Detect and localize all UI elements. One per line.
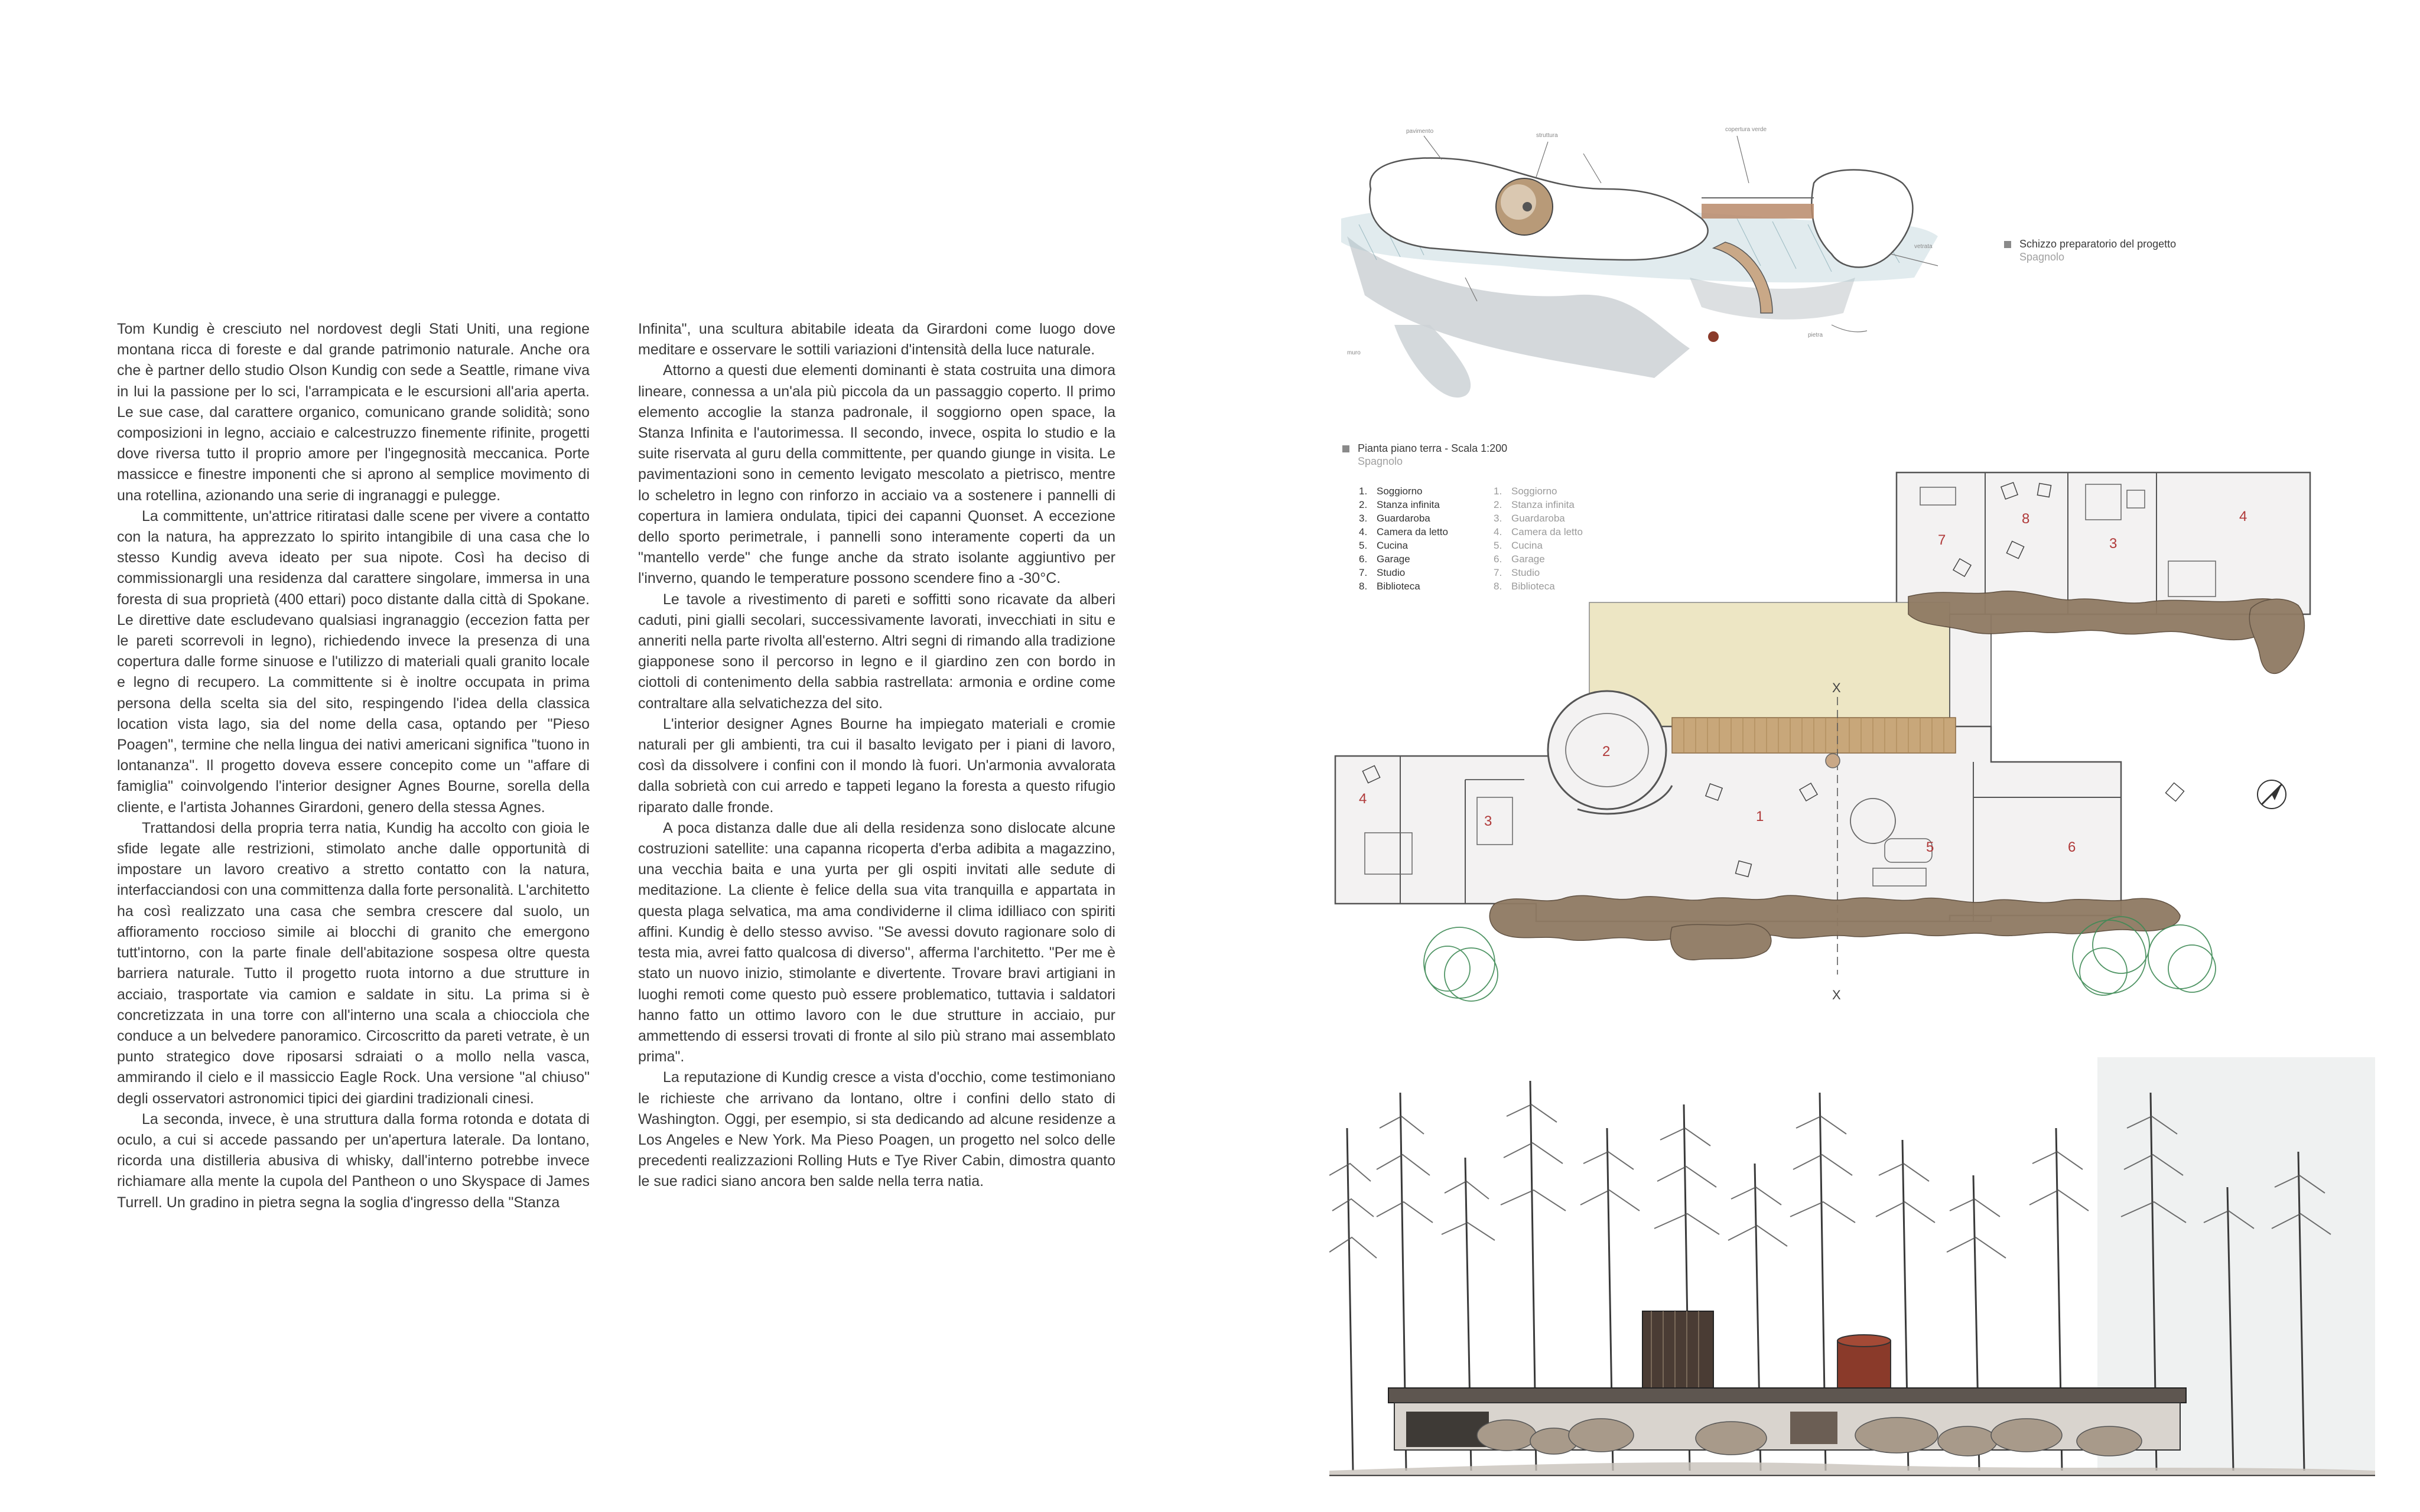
caption-subtitle: Spagnolo xyxy=(1358,455,1403,467)
legend-item: 5.Cucina xyxy=(1359,540,1408,551)
legend-item: 1.Soggiorno xyxy=(1494,485,1557,497)
caption-bullet xyxy=(2004,241,2011,248)
caption-bullet xyxy=(1342,445,1349,452)
legend-item: 6.Garage xyxy=(1494,553,1545,565)
section-drawing xyxy=(1329,1057,2375,1477)
caption-title: Pianta piano terra - Scala 1:200 xyxy=(1358,442,1508,454)
paragraph: A poca distanza dalle due ali della resi… xyxy=(638,819,1115,1065)
svg-text:copertura verde: copertura verde xyxy=(1725,126,1767,133)
section-mark-top: X xyxy=(1832,680,1841,695)
legend-item: 8.Biblioteca xyxy=(1359,581,1420,592)
plan-caption: Pianta piano terra - Scala 1:200 Spagnol… xyxy=(1342,442,1507,468)
paragraph: Infinita", una scultura abitabile ideata… xyxy=(638,321,1115,359)
legend-item: 7.Studio xyxy=(1359,567,1406,578)
plan-legend-italian: 1.Soggiorno 2.Stanza infinita 3.Guardaro… xyxy=(1359,484,1448,593)
paragraph: Tom Kundig è cresciuto nel nordovest deg… xyxy=(117,321,590,504)
room-8-label: 8 xyxy=(2022,511,2029,527)
room-4-label: 4 xyxy=(2239,509,2247,524)
paragraph: La committente, un'attrice ritiratasi da… xyxy=(117,507,590,816)
paragraph: Le tavole a rivestimento di pareti e sof… xyxy=(638,591,1115,712)
legend-item: 4.Camera da letto xyxy=(1359,526,1448,537)
article-column-1: Tom Kundig è cresciuto nel nordovest deg… xyxy=(117,319,590,1213)
preparatory-sketch: pavimento struttura copertura verde vetrat… xyxy=(1341,126,1938,398)
room-7-label: 7 xyxy=(1938,532,1946,548)
paragraph: La seconda, invece, è una struttura dall… xyxy=(117,1110,590,1211)
legend-item: 4.Camera da letto xyxy=(1494,526,1583,537)
paragraph: Attorno a questi due elementi dominanti … xyxy=(638,362,1115,587)
room-6-label: 6 xyxy=(2068,839,2076,855)
svg-text:pavimento: pavimento xyxy=(1406,128,1434,135)
ground-floor-plan: 7 8 3 4 2 1 3 4 5 6 X X xyxy=(1334,471,2311,1002)
plan-legend-secondary: 1.Soggiorno 2.Stanza infinita 3.Guardaro… xyxy=(1494,484,1583,593)
room-4-label: 4 xyxy=(1359,791,1367,807)
legend-item: 8.Biblioteca xyxy=(1494,581,1555,592)
legend-item: 5.Cucina xyxy=(1494,540,1543,551)
caption-title: Schizzo preparatorio del progetto xyxy=(2019,238,2177,250)
legend-item: 3.Guardaroba xyxy=(1359,513,1430,524)
room-5-label: 5 xyxy=(1926,839,1934,855)
caption-subtitle: Spagnolo xyxy=(2019,251,2065,263)
room-3-label: 3 xyxy=(1484,813,1492,829)
paragraph: Trattandosi della propria terra natia, K… xyxy=(117,819,590,1107)
room-2-label: 2 xyxy=(1602,744,1610,760)
svg-text:muro: muro xyxy=(1347,350,1361,356)
legend-item: 1.Soggiorno xyxy=(1359,485,1423,497)
legend-item: 2.Stanza infinita xyxy=(1359,499,1440,510)
room-3-label: 3 xyxy=(2109,536,2117,552)
legend-item: 2.Stanza infinita xyxy=(1494,499,1575,510)
legend-item: 6.Garage xyxy=(1359,553,1410,565)
room-1-label: 1 xyxy=(1756,809,1764,825)
legend-item: 3.Guardaroba xyxy=(1494,513,1565,524)
paragraph: L'interior designer Agnes Bourne ha impi… xyxy=(638,715,1115,816)
legend-item: 7.Studio xyxy=(1494,567,1540,578)
sketch-caption: Schizzo preparatorio del progetto Spagno… xyxy=(2004,237,2176,263)
svg-text:vetrata: vetrata xyxy=(1914,243,1933,250)
article-column-2: Infinita", una scultura abitabile ideata… xyxy=(638,319,1115,1192)
svg-text:pietra: pietra xyxy=(1808,332,1823,338)
svg-text:struttura: struttura xyxy=(1536,132,1558,139)
paragraph: La reputazione di Kundig cresce a vista … xyxy=(638,1069,1115,1190)
section-mark-bottom: X xyxy=(1832,988,1841,1002)
